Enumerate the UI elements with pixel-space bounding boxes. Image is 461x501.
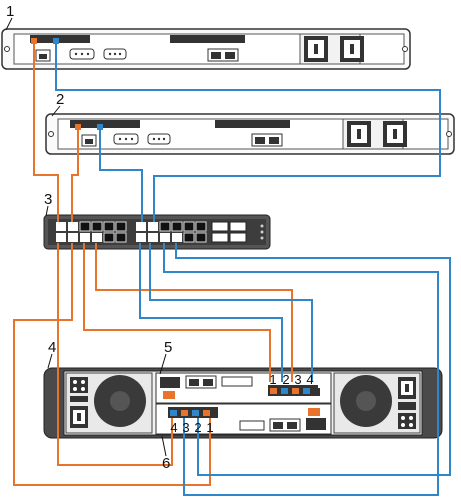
rj45-port-icon xyxy=(185,375,217,389)
fan-icon xyxy=(340,375,392,427)
port-label: 2 xyxy=(194,420,201,435)
storage-array xyxy=(43,367,443,439)
cable-connectors xyxy=(31,38,103,130)
server-2-drive-strip xyxy=(215,120,290,128)
controller-b xyxy=(155,403,332,435)
serial-port-icon xyxy=(113,133,139,145)
server-2 xyxy=(45,113,455,155)
rj45-port-icon xyxy=(81,134,97,147)
callout-2: 2 xyxy=(56,91,64,108)
power-socket-icon xyxy=(70,406,88,428)
power-socket-icon xyxy=(383,121,407,147)
power-supply-right xyxy=(333,372,421,434)
callout-4: 4 xyxy=(48,339,56,356)
power-socket-icon xyxy=(340,36,364,62)
controller-b-port-labels: 4 3 2 1 xyxy=(170,420,213,435)
port-label: 3 xyxy=(294,372,301,387)
server-2-label-strip xyxy=(70,120,140,128)
serial-port-icon xyxy=(103,48,127,60)
callout-3: 3 xyxy=(44,191,52,208)
rj45-port-icon xyxy=(251,133,283,147)
rj45-port-icon xyxy=(269,418,301,432)
server-1-label-strip xyxy=(30,35,90,43)
blue-cables xyxy=(55,42,451,496)
serial-port-icon xyxy=(147,133,171,145)
port-label: 4 xyxy=(170,420,177,435)
controller-a xyxy=(155,372,332,404)
power-socket-icon xyxy=(304,36,328,62)
controller-a-port-labels: 1 2 3 4 xyxy=(269,372,313,387)
controller-b-ports xyxy=(168,407,218,418)
port-label: 3 xyxy=(182,420,189,435)
server-1-drive-strip xyxy=(170,35,245,43)
port-label: 1 xyxy=(269,372,276,387)
power-socket-icon xyxy=(398,377,416,399)
rj45-port-icon xyxy=(35,49,51,62)
server-1 xyxy=(1,28,411,70)
orange-cables xyxy=(13,42,293,486)
switch-port-bank-right xyxy=(136,221,207,243)
callout-6: 6 xyxy=(162,455,170,472)
power-socket-icon xyxy=(347,121,371,147)
port-label: 1 xyxy=(206,420,213,435)
sfp-port-icon xyxy=(211,221,247,243)
network-switch xyxy=(43,214,271,250)
switch-port-bank-left xyxy=(56,221,127,243)
controller-a-ports xyxy=(268,385,318,396)
port-label: 4 xyxy=(306,372,313,387)
serial-port-icon xyxy=(69,48,95,60)
fan-icon xyxy=(94,375,146,427)
callout-5: 5 xyxy=(164,339,172,356)
power-supply-left xyxy=(65,372,153,434)
port-label: 2 xyxy=(282,372,289,387)
callout-1: 1 xyxy=(6,3,14,20)
rj45-port-icon xyxy=(207,48,239,62)
callouts: 1 2 3 4 5 6 xyxy=(5,3,172,472)
